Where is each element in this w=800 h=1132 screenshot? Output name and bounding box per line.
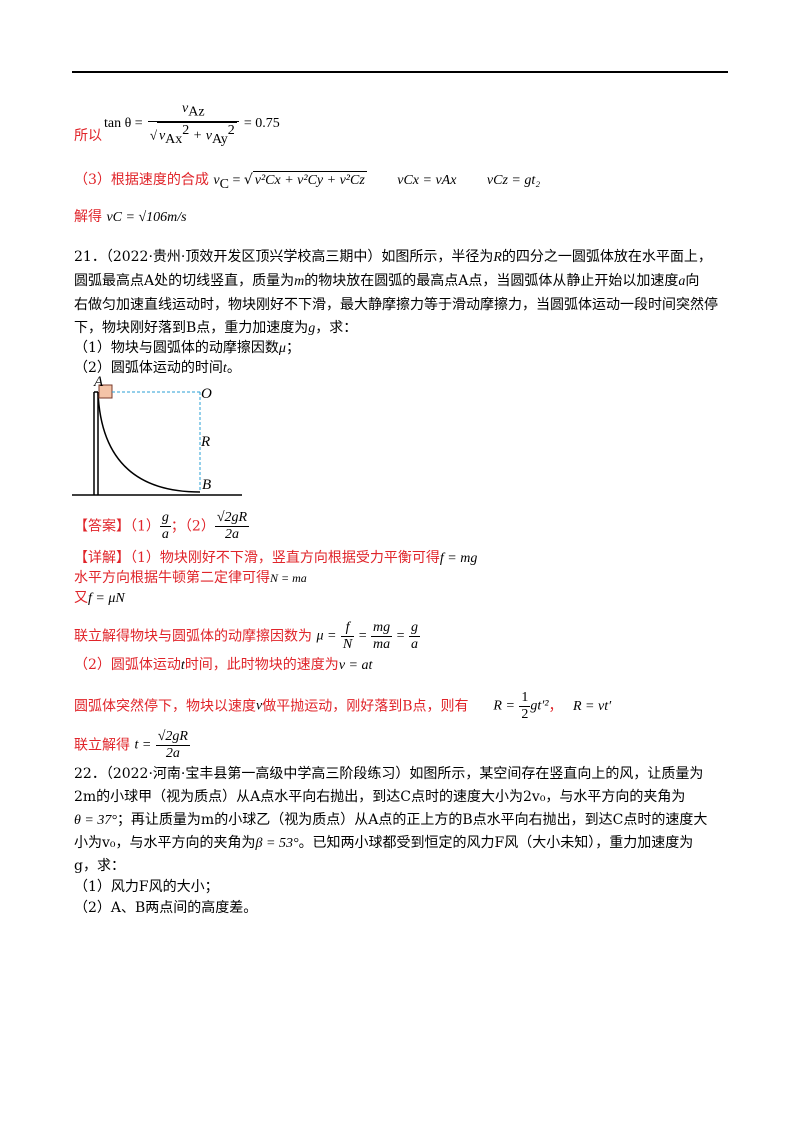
label-A: A (93, 374, 104, 390)
arc-curve (97, 391, 201, 493)
quarter-arc-figure: A O R B (72, 374, 242, 496)
so-label: 所以 (74, 128, 102, 144)
q21-line1: 21．（2022·贵州·顶效开发区顶兴学校高三期中）如图所示，半径为R的四分之一… (74, 249, 712, 265)
q22-sub2: （2）A、B两点间的高度差。 (74, 900, 258, 916)
detail-2: 水平方向根据牛顿第二定律可得N = ma (74, 570, 307, 586)
detail-3: 又f = μN (74, 590, 125, 606)
q21-sub2: （2）圆弧体运动的时间t。 (74, 360, 241, 376)
detail-1: 【详解】（1）物块刚好不下滑，竖直方向根据受力平衡可得f = mg (74, 550, 478, 566)
q22-line3: θ = 37°；再让质量为m的小球乙（视为质点）从A点的正上方的B点水平向右抛出… (74, 812, 708, 828)
q21-sub1: （1）物块与圆弧体的动摩擦因数μ； (74, 340, 300, 356)
solve-line: 解得 vC = √106m/s (74, 209, 187, 225)
q22-sub1: （1）风力F风的大小； (74, 879, 219, 895)
label-B: B (202, 477, 211, 493)
q21-line3: 右做匀加速直线运动时，物块刚好不下滑，最大静摩擦力等于滑动摩擦力，当圆弧体运动一… (74, 297, 718, 313)
q21-line2: 圆弧最高点A处的切线竖直，质量为m的物块放在圆弧的最高点A点，当圆弧体从静止开始… (74, 273, 700, 289)
step3-line: （3）根据速度的合成 vC = √v²Cx + v²Cy + v²Cz vCx … (74, 171, 541, 192)
tan-equation: tan θ = vAz √vAx2 + vAy2 = 0.75 (104, 101, 280, 147)
q22-line2: 2m的小球甲（视为质点）从A点水平向右抛出，到达C点时的速度大小为2v₀，与水平… (74, 789, 686, 805)
q22-line4: 小为v₀，与水平方向的夹角为β = 53°。已知两小球都受到恒定的风力F风（大小… (74, 835, 694, 851)
label-O: O (201, 386, 212, 402)
q22-line5: g，求： (74, 858, 125, 874)
header-rule (72, 71, 728, 73)
label-R: R (200, 434, 210, 450)
detail-5: （2）圆弧体运动t时间，此时物块的速度为v = at (74, 657, 373, 673)
q21-line4: 下，物块刚好落到B点，重力加速度为g，求： (74, 320, 358, 336)
q22-line1: 22．（2022·河南·宝丰县第一高级中学高三阶段练习）如图所示，某空间存在竖直… (74, 766, 704, 782)
